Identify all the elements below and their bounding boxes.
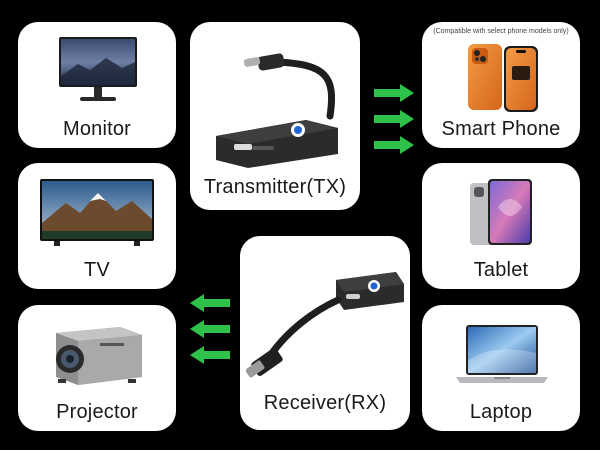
laptop-label: Laptop [469, 401, 533, 423]
monitor-card: Monitor [18, 22, 176, 148]
arrow-right-icon [374, 84, 414, 102]
projector-icon [56, 327, 142, 385]
smart-phone-card: (Compatible with select phone models onl… [422, 22, 580, 148]
laptop-icon [456, 325, 548, 383]
smartphone-icon [468, 44, 538, 112]
arrow-right-icon [374, 136, 414, 154]
transmitter-card: Transmitter(TX) [190, 22, 360, 210]
tv-icon [40, 179, 154, 246]
tablet-card: Tablet [422, 163, 580, 289]
projector-card: Projector [18, 305, 176, 431]
transmitter-dongle-icon [216, 53, 338, 168]
tv-label: TV [84, 259, 110, 281]
smart-phone-label: Smart Phone [441, 118, 561, 140]
projector-label: Projector [56, 401, 138, 423]
tablet-icon [470, 179, 532, 245]
tablet-label: Tablet [473, 259, 529, 281]
receiver-card: Receiver(RX) [240, 236, 410, 430]
compatibility-note: (Compatible with select phone models onl… [433, 28, 569, 35]
monitor-icon [59, 37, 137, 101]
arrow-right-icon [374, 110, 414, 128]
monitor-label: Monitor [62, 118, 132, 140]
tv-card: TV [18, 163, 176, 289]
transmitter-label: Transmitter(TX) [203, 176, 347, 198]
receiver-label: Receiver(RX) [263, 392, 387, 414]
arrow-left-icon [190, 320, 230, 338]
arrow-left-icon [190, 346, 230, 364]
arrow-left-icon [190, 294, 230, 312]
receiver-dongle-icon [246, 272, 404, 378]
laptop-card: Laptop [422, 305, 580, 431]
